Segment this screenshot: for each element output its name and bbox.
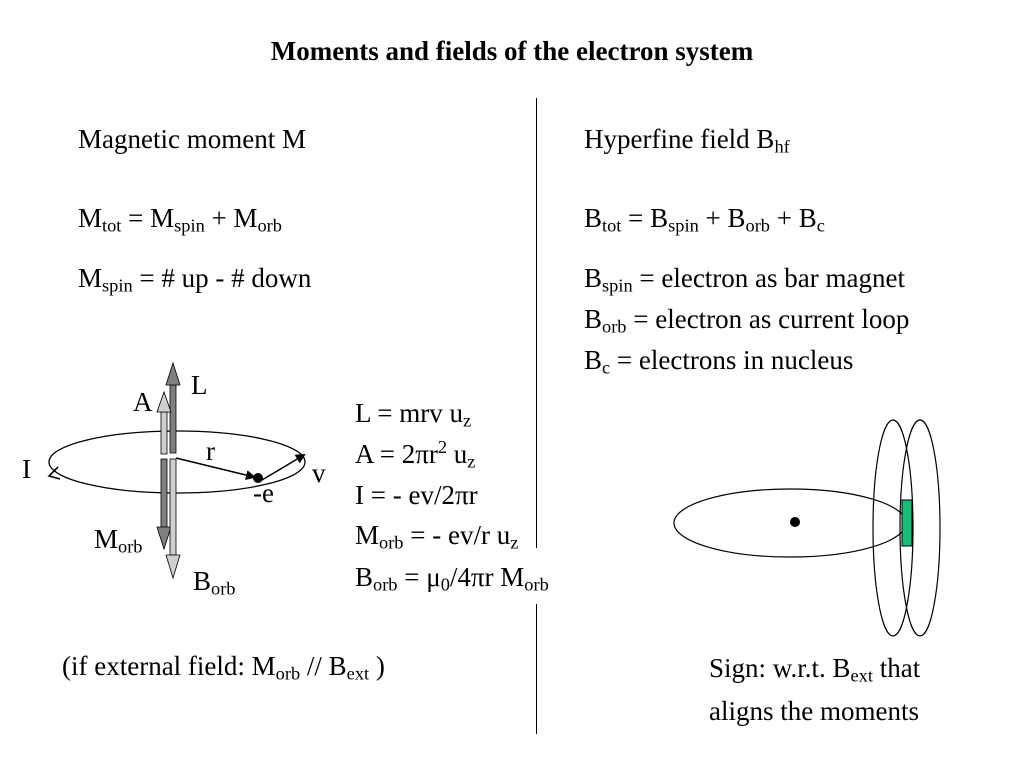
angular-momentum-arrow — [165, 361, 181, 454]
current-arrow — [47, 466, 61, 480]
bar-magnet — [901, 499, 913, 547]
sign-note-line2: aligns the moments — [709, 696, 919, 726]
nucleus-dot — [790, 517, 800, 527]
velocity-arrow — [261, 453, 306, 481]
b-orb-arrow — [165, 458, 181, 580]
field-loop-left — [872, 419, 914, 637]
column-divider — [536, 98, 537, 734]
slide-title: Moments and fields of the electron syste… — [270, 36, 754, 66]
label-I: I — [22, 454, 31, 484]
orbit-ellipse-right — [673, 488, 907, 558]
b-c-line: Bc = electrons in nucleus — [584, 345, 854, 378]
label-L: L — [191, 370, 208, 400]
b-total-equation: Btot = Bspin + Borb + Bc — [584, 203, 825, 236]
right-heading: Hyperfine field Bhf — [584, 124, 790, 157]
formula-m-orb: Morb = - ev/r uz — [355, 520, 519, 553]
external-field-note: (if external field: Morb // Bext ) — [62, 651, 385, 684]
b-spin-line: Bspin = electron as bar magnet — [584, 263, 905, 296]
label-v: v — [312, 458, 326, 488]
label-A: A — [133, 387, 153, 417]
m-spin-equation: Mspin = # up - # down — [78, 263, 312, 296]
formula-A: A = 2πr2 uz — [355, 436, 476, 472]
sign-note-line1: Sign: w.r.t. Bext that — [709, 653, 921, 686]
b-orb-line: Borb = electron as current loop — [584, 304, 910, 337]
left-heading: Magnetic moment M — [78, 124, 306, 154]
m-orb-arrow — [156, 458, 172, 551]
formula-I: I = - ev/2πr — [355, 480, 478, 510]
electron-dot — [253, 473, 263, 483]
formula-b-orb: Borb = μ0/4πr Morb — [355, 562, 549, 595]
label-m-orb: Morb — [94, 524, 143, 557]
area-vector-arrow — [156, 390, 172, 455]
radius-arrow — [175, 457, 256, 480]
field-loop-right — [899, 419, 941, 637]
label-b-orb: Borb — [193, 566, 236, 599]
label-electron: -e — [253, 478, 274, 508]
label-r: r — [206, 436, 215, 466]
formula-L: L = mrv uz — [355, 398, 472, 431]
m-total-equation: Mtot = Mspin + Morb — [78, 203, 282, 236]
